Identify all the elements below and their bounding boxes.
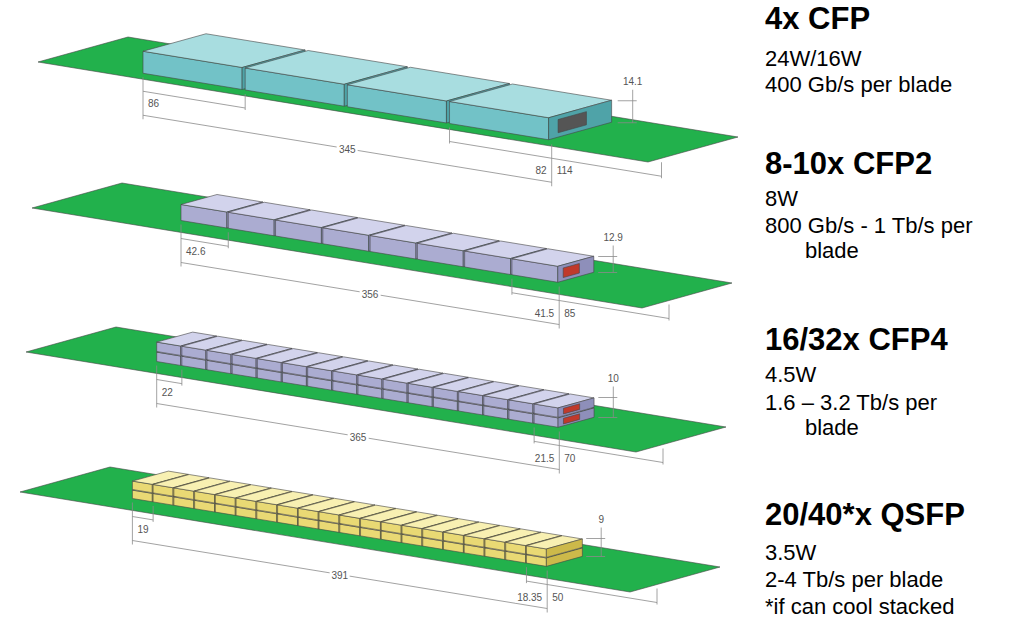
module-count-title: 16/32x CFP4 [765, 322, 1015, 358]
overhang-dimension: 50 [550, 591, 565, 602]
pitch-dimension: 41.5 [533, 307, 556, 318]
dimension-line [132, 517, 153, 520]
circuit-board [26, 327, 726, 452]
blade [20, 467, 720, 613]
connector-face [563, 404, 579, 414]
height-dimension: 12.9 [601, 232, 624, 243]
dimension-line [157, 380, 182, 384]
module-count-title: 4x CFP [765, 1, 1015, 37]
length-dimension: 365 [348, 431, 369, 442]
dimension-line [632, 90, 633, 123]
dimensions [132, 503, 657, 613]
dimension-line [551, 144, 552, 186]
length-dimension: 356 [360, 288, 381, 299]
pitch-dimension: 42.6 [184, 245, 207, 256]
dimension-line [598, 397, 617, 398]
overhang-dimension: 114 [555, 165, 575, 176]
dimension-line [450, 142, 552, 159]
dimension-line [598, 256, 617, 257]
dimension-line [618, 100, 637, 101]
power-label: 3.5W [765, 540, 1015, 565]
height-dimension: 14.1 [621, 76, 644, 87]
bandwidth-label: 1.6 – 3.2 Tb/s per blade [765, 390, 980, 441]
dimension-line [511, 279, 512, 295]
height-dimension: 10 [606, 373, 621, 384]
module-end [549, 100, 612, 140]
dimension-line [601, 528, 602, 557]
dimension-line [143, 91, 245, 108]
dimension-line [157, 404, 560, 470]
overhang-dimension: 85 [562, 307, 577, 318]
dimension-line [143, 115, 552, 182]
bandwidth-label: 800 Gb/s - 1 Tb/s per blade [765, 213, 980, 264]
dimension-line [534, 441, 559, 445]
pitch-dimension: 19 [135, 523, 150, 534]
pitch-dimension: 86 [146, 98, 161, 109]
dimensions [143, 77, 662, 186]
bandwidth-label: 2-4 Tb/s per blade [765, 567, 980, 592]
pitch-dimension: 18.35 [515, 591, 544, 602]
blade [38, 34, 738, 187]
overhang-dimension: 70 [562, 452, 577, 463]
height-dimension: 9 [596, 514, 606, 525]
dimension-line [598, 272, 617, 273]
dimension-line [559, 432, 560, 474]
circuit-board [32, 183, 732, 308]
connector-face [563, 263, 579, 277]
blade [26, 327, 726, 474]
power-label: 4.5W [765, 362, 1015, 387]
dimension-line [586, 538, 605, 539]
dimension-line [132, 503, 133, 545]
pitch-dimension: 82 [534, 165, 549, 176]
dimension-line [613, 246, 614, 273]
dimension-line [526, 581, 547, 584]
module-end [558, 398, 594, 417]
dimension-line [156, 366, 157, 408]
connector-face [558, 112, 586, 133]
dimension-line [547, 585, 657, 603]
dimension-line [559, 287, 560, 329]
dimension-line [613, 387, 614, 418]
circuit-board [38, 37, 738, 162]
module-count-title: 8-10x CFP2 [765, 146, 1015, 182]
pitch-dimension: 22 [160, 386, 175, 397]
dimension-line [534, 427, 535, 443]
blade [32, 183, 732, 329]
length-dimension: 391 [329, 569, 350, 580]
dimension-line [586, 556, 605, 557]
power-label: 24W/16W [765, 46, 1015, 71]
dimension-line [559, 446, 663, 463]
dimensions [157, 366, 663, 474]
length-dimension: 345 [337, 143, 358, 154]
module-count-title: 20/40*x QSFP [765, 497, 1015, 533]
pitch-dimension: 21.5 [533, 452, 556, 463]
bandwidth-label: 400 Gb/s per blade [765, 72, 980, 97]
dimension-line [449, 128, 450, 144]
dimension-line [512, 293, 559, 301]
dimension-line [547, 571, 548, 613]
module-end [546, 539, 582, 557]
dimension-line [143, 77, 144, 119]
dimension-line [526, 567, 527, 583]
dimension-line [618, 122, 637, 123]
dimension-line [181, 225, 182, 267]
dimension-line [598, 417, 617, 418]
power-label: 8W [765, 186, 1015, 211]
module-end [558, 256, 594, 282]
dimension-line [559, 301, 669, 319]
footnote: *if can cool stacked [765, 594, 1015, 619]
dimension-line [181, 263, 559, 325]
dimensions [181, 225, 669, 329]
dimension-line [552, 158, 662, 176]
circuit-board [20, 467, 720, 592]
dimension-line [132, 541, 547, 609]
